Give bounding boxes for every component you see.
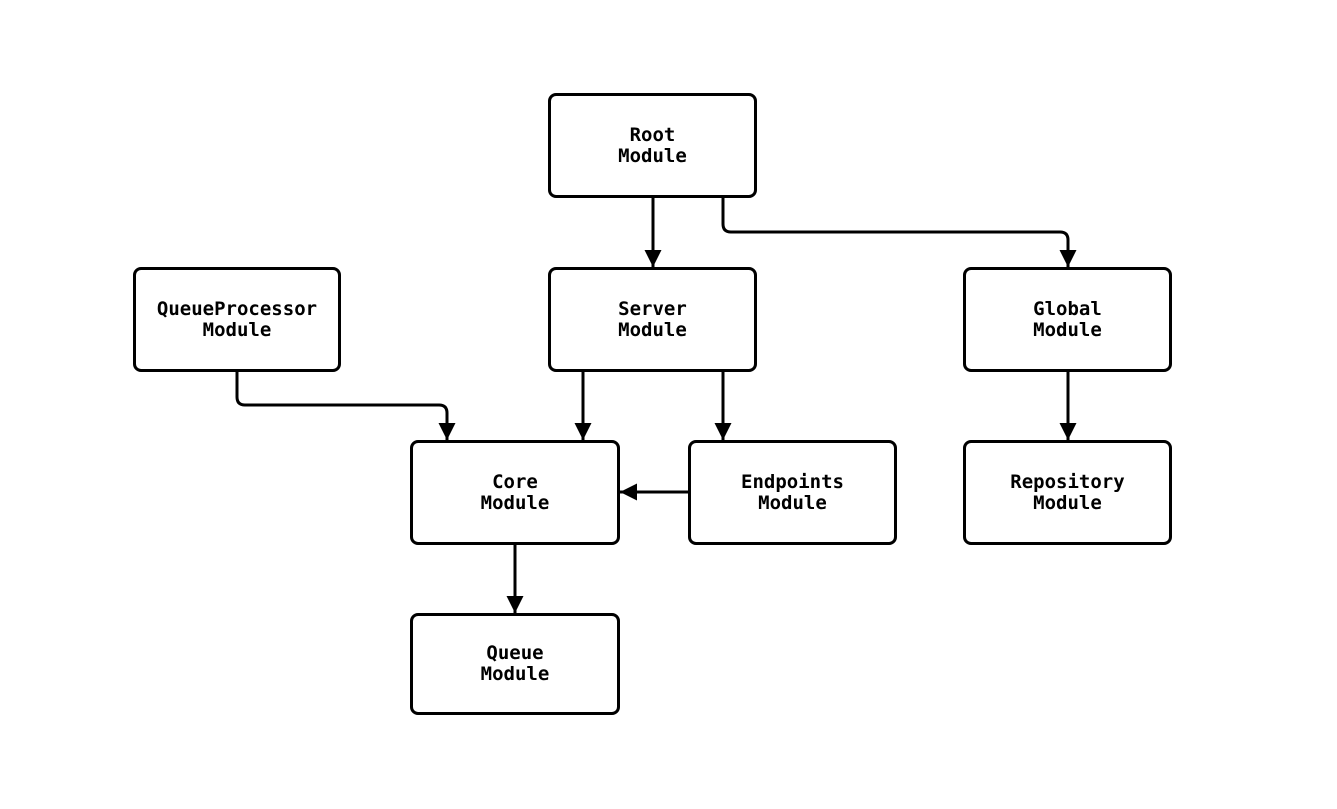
node-global-module: Global Module — [963, 267, 1172, 372]
node-core-module-label: Core Module — [480, 470, 550, 514]
node-queue-module: Queue Module — [410, 613, 620, 715]
node-root-module: Root Module — [548, 93, 757, 198]
node-repository-module-label: Repository Module — [1010, 470, 1125, 514]
node-global-module-label: Global Module — [1033, 297, 1102, 341]
node-queue-module-label: Queue Module — [480, 642, 550, 685]
node-queueprocessor-module-label: QueueProcessor Module — [156, 297, 318, 341]
edge-root-to-global — [721, 198, 1077, 267]
node-root-module-label: Root Module — [618, 123, 687, 167]
node-repository-module: Repository Module — [963, 440, 1172, 545]
node-core-module: Core Module — [410, 440, 620, 545]
node-server-module: Server Module — [548, 267, 757, 372]
node-endpoints-module-label: Endpoints Module — [741, 470, 844, 514]
node-queueprocessor-module: QueueProcessor Module — [133, 267, 341, 372]
node-server-module-label: Server Module — [618, 297, 687, 341]
edge-queueprocessor-to-core — [235, 372, 456, 440]
node-endpoints-module: Endpoints Module — [688, 440, 897, 545]
